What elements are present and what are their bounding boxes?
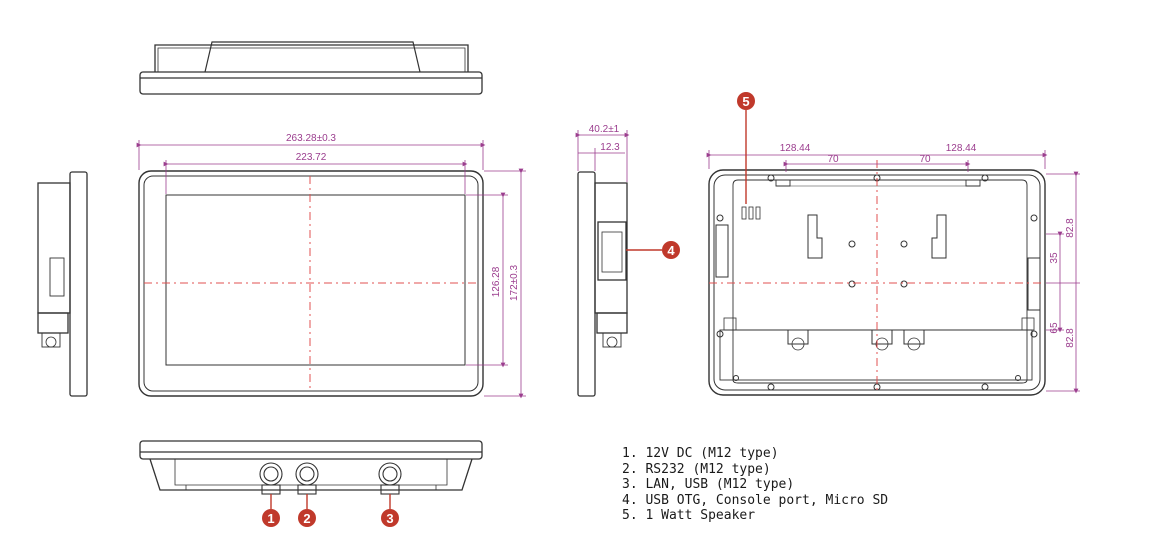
svg-text:1: 1 (267, 511, 274, 526)
callout-badge-1: 1 (262, 509, 280, 527)
dim-mount-right: 70 (919, 154, 931, 165)
port-1-connector (259, 462, 283, 495)
dim-right-low: 65 (1049, 322, 1060, 334)
right-side-view (577, 171, 628, 397)
top-view (139, 41, 483, 95)
svg-text:2: 2 (303, 511, 310, 526)
dim-bezel-depth: 12.3 (600, 142, 620, 153)
front-centerlines (144, 176, 478, 391)
svg-text:4: 4 (667, 243, 675, 258)
port-legend: 1. 12V DC (M12 type) 2. RS232 (M12 type)… (622, 446, 888, 524)
back-dimensions (706, 150, 1080, 394)
legend-item: 4. USB OTG, Console port, Micro SD (622, 492, 889, 508)
legend-item: 2. RS232 (M12 type) (622, 461, 771, 477)
side-dimensions (575, 130, 630, 182)
front-dimensions (136, 140, 526, 399)
dim-back-half-left: 128.44 (780, 143, 811, 154)
legend-item: 1. 12V DC (M12 type) (622, 446, 779, 461)
dim-right-mid: 35 (1049, 252, 1060, 264)
callout-badge-5: 5 (737, 92, 755, 110)
callout-badge-3: 3 (381, 509, 399, 527)
callout-badge-4: 4 (662, 241, 680, 259)
callout-badge-2: 2 (298, 509, 316, 527)
svg-text:5: 5 (742, 94, 749, 109)
legend-item: 5. 1 Watt Speaker (622, 508, 756, 523)
callout-leaders (270, 494, 391, 509)
bottom-view (139, 440, 483, 491)
dim-right-top: 82.8 (1065, 218, 1076, 238)
dim-screen-height: 126.28 (491, 266, 502, 297)
back-centerlines (709, 160, 1045, 392)
dim-right-bottom: 82.8 (1065, 328, 1076, 348)
dim-back-half-right: 128.44 (946, 143, 977, 154)
dim-mount-left: 70 (827, 154, 839, 165)
dim-overall-width: 263.28±0.3 (286, 133, 336, 144)
legend-item: 3. LAN, USB (M12 type) (622, 477, 795, 492)
svg-text:3: 3 (386, 511, 393, 526)
dim-depth: 40.2±1 (589, 124, 620, 135)
dim-overall-height: 172±0.3 (509, 265, 520, 302)
dim-screen-width: 223.72 (296, 152, 327, 163)
left-side-view (37, 171, 88, 397)
